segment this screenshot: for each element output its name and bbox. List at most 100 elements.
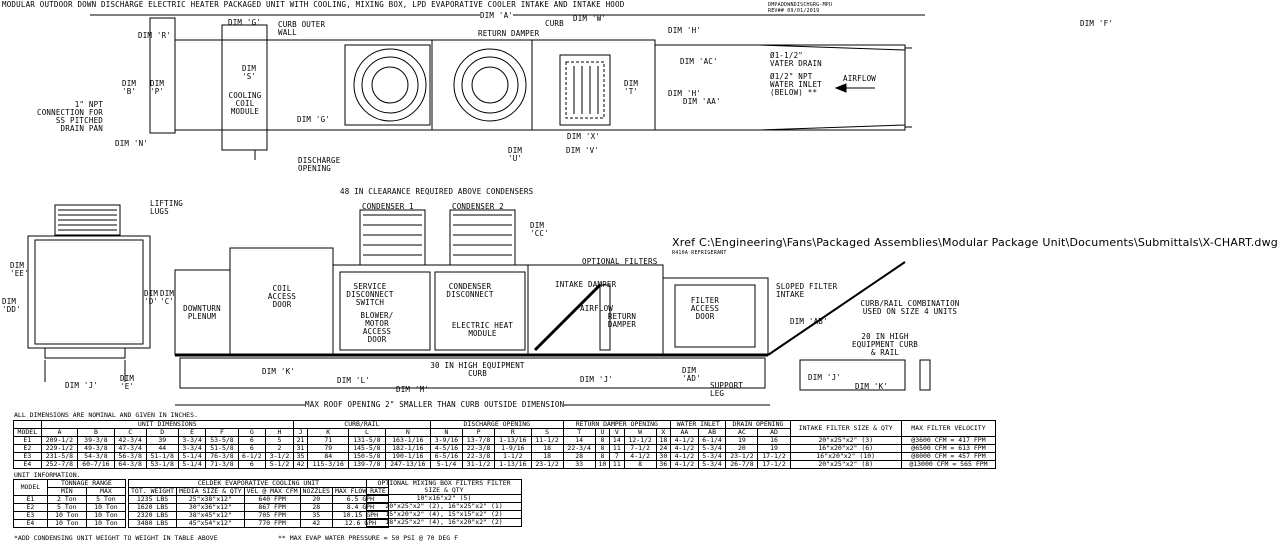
dim-j2-label: DIM 'J' bbox=[580, 375, 614, 384]
water-drain-label: Ø1-1/2" VATER DRAIN bbox=[770, 51, 822, 68]
front-elevation bbox=[174, 209, 931, 406]
table-cell: 10 Ton bbox=[85, 519, 127, 528]
dimensions-caption: ALL DIMENSIONS ARE NOMINAL AND GIVEN IN … bbox=[14, 411, 198, 419]
table-cell: 6 bbox=[237, 460, 267, 469]
clearance-note: 48 IN CLEARANCE REQUIRED ABOVE CONDENSER… bbox=[340, 187, 534, 196]
roof-opening-note: MAX ROOF OPENING 2" SMALLER THAN CURB OU… bbox=[305, 400, 565, 409]
coil-access-door-label: COIL ACCESS DOOR bbox=[267, 284, 297, 309]
dim-a-label: DIM 'A' bbox=[480, 11, 514, 20]
side-elevation bbox=[27, 204, 151, 382]
weight-note: *ADD CONDENSING UNIT WEIGHT TO WEIGHT IN… bbox=[14, 534, 218, 542]
dim-l-label: DIM 'L' bbox=[337, 376, 371, 385]
dim-k-label: DIM 'K' bbox=[262, 367, 296, 376]
column-group-header: INTAKE FILTER SIZE & QTY bbox=[789, 420, 902, 437]
table-cell: 26-7/8 bbox=[725, 460, 759, 469]
table-cell: 64-3/8 bbox=[113, 460, 147, 469]
mixing-filters-table: OPTIONAL MIXING BOX FILTERS FILTER SIZE … bbox=[366, 479, 522, 527]
column-group-header: DRAIN OPENING bbox=[725, 420, 791, 429]
table-cell: 36 bbox=[655, 460, 672, 469]
dim-j-label: DIM 'J' bbox=[65, 381, 99, 390]
lifting-lugs-label: LIFTING LUGS bbox=[150, 199, 184, 216]
table-cell: 252-7/8 bbox=[40, 460, 79, 469]
table-cell: 53-1/8 bbox=[145, 460, 179, 469]
table-cell: 8 bbox=[623, 460, 657, 469]
curb-rail-combo-label: CURB/RAIL COMBINATION USED ON SIZE 4 UNI… bbox=[860, 299, 960, 316]
model-header: MODEL bbox=[13, 479, 48, 496]
dim-dd-label: DIM 'DD' bbox=[2, 297, 21, 314]
dim-n-label: DIM 'N' bbox=[115, 139, 149, 148]
table-cell: 42 bbox=[299, 519, 333, 528]
column-group-header: DISCHARGE OPENING bbox=[429, 420, 564, 429]
table-cell: 71-3/8 bbox=[205, 460, 239, 469]
table-cell: 5-1/4 bbox=[177, 460, 207, 469]
high-curb-label: 30 IN HIGH EQUIPMENT CURB bbox=[430, 361, 525, 378]
filter-access-door-label: FILTER ACCESS DOOR bbox=[690, 296, 720, 321]
dim-e-label: DIM 'E' bbox=[120, 374, 135, 391]
table-cell: 45"x54"x12" bbox=[176, 519, 245, 528]
table-cell: 5-1/2 bbox=[265, 460, 294, 469]
service-disconnect-label: SERVICE DISCONNECT SWITCH bbox=[346, 282, 394, 307]
airflow-elev-label: AIRFLOW bbox=[580, 304, 614, 313]
discharge-opening-label: DISCHARGE OPENING bbox=[298, 156, 341, 173]
table-cell: 18"x25"x2" (4), 16"x20"x2" (2) bbox=[366, 518, 522, 527]
condenser-disconnect-label: CONDENSER DISCONNECT bbox=[446, 282, 494, 299]
condenser-2-label: CONDENSER 2 bbox=[452, 202, 504, 211]
table-cell: 5-1/4 bbox=[429, 460, 464, 469]
table-row: 18"x25"x2" (4), 16"x20"x2" (2) bbox=[366, 518, 522, 527]
pressure-note: ** MAX EVAP WATER PRESSURE = 50 PSI @ 70… bbox=[278, 534, 459, 542]
column-group-header: WATER INLET bbox=[670, 420, 727, 429]
dim-ad-label: DIM 'AD' bbox=[682, 366, 701, 383]
dim-g2-label: DIM 'G' bbox=[297, 115, 331, 124]
dim-g-label: DIM 'G' bbox=[228, 18, 262, 27]
table-cell: 139-7/8 bbox=[348, 460, 386, 469]
curb-outer-wall-label: CURB OUTER WALL bbox=[278, 20, 326, 37]
dim-c-label: DIM 'C' bbox=[160, 289, 175, 306]
table-cell: 31-1/2 bbox=[462, 460, 496, 469]
column-group-header: MAX FILTER VELOCITY bbox=[900, 420, 997, 437]
npt-connection-label: 1" NPT CONNECTION FOR SS PITCHED DRAIN P… bbox=[36, 100, 103, 133]
dim-h-label: DIM 'H' bbox=[668, 26, 702, 35]
unit-info-caption: UNIT INFORMATION. bbox=[14, 471, 81, 479]
dim-p-label: DIM 'P' bbox=[150, 79, 165, 96]
dim-u-label: DIM 'U' bbox=[508, 146, 523, 163]
dim-f-label: DIM 'F' bbox=[1080, 19, 1114, 28]
airflow-label: AIRFLOW bbox=[843, 74, 877, 83]
curb-label: CURB bbox=[545, 19, 564, 28]
dim-t-label: DIM 'T' bbox=[624, 79, 639, 96]
dim-cc-label: DIM 'CC' bbox=[530, 221, 549, 238]
dim-x-label: DIM 'X' bbox=[567, 132, 601, 141]
dim-m-label: DIM 'M' bbox=[396, 385, 430, 394]
dim-w-label: DIM 'W' bbox=[573, 14, 607, 23]
column-group-header: CURB/RAIL bbox=[292, 420, 431, 429]
dim-s-label: DIM 'S' bbox=[242, 64, 257, 81]
table-cell: 10 bbox=[594, 460, 611, 469]
dim-j3-label: DIM 'J' bbox=[808, 373, 842, 382]
table-cell: @13000 CFM = 565 FPM bbox=[900, 460, 997, 469]
table-cell: E4 bbox=[13, 519, 48, 528]
high-curb-rail-label: 20 IN HIGH EQUIPMENT CURB & RAIL bbox=[851, 332, 918, 357]
table-cell: 11 bbox=[609, 460, 625, 469]
dim-k2-label: DIM 'K' bbox=[855, 382, 889, 391]
table-cell: 1-13/16 bbox=[494, 460, 532, 469]
table-cell: 5-3/4 bbox=[697, 460, 727, 469]
refrigerant-note: R410A REFRIGERANT bbox=[672, 250, 727, 256]
table-cell: 42 bbox=[292, 460, 309, 469]
drawing-id: DMPADDWNDISCHGRG-MPU bbox=[768, 2, 833, 8]
mixing-filters-header: OPTIONAL MIXING BOX FILTERS FILTER SIZE … bbox=[366, 479, 522, 495]
drawing-title: MODULAR OUTDOOR DOWN DISCHARGE ELECTRIC … bbox=[2, 0, 625, 9]
cooling-coil-module-label: COOLING COIL MODULE bbox=[228, 91, 262, 116]
xref-path: Xref C:\Engineering\Fans\Packaged Assemb… bbox=[672, 236, 1278, 249]
table-cell: 3480 LBS bbox=[127, 519, 178, 528]
dim-r-label: DIM 'R' bbox=[138, 31, 172, 40]
dim-d-label: DIM 'D' bbox=[144, 289, 159, 306]
intake-damper-label: INTAKE DAMPER bbox=[555, 280, 617, 289]
table-cell: E4 bbox=[13, 460, 42, 469]
table-cell: 770 FPM bbox=[243, 519, 301, 528]
table-cell: 23-1/2 bbox=[530, 460, 564, 469]
optional-filters-label: OPTIONAL FILTERS bbox=[582, 257, 658, 266]
table-cell: 4-1/2 bbox=[670, 460, 699, 469]
dim-aa-label: DIM 'AA' bbox=[683, 97, 721, 106]
